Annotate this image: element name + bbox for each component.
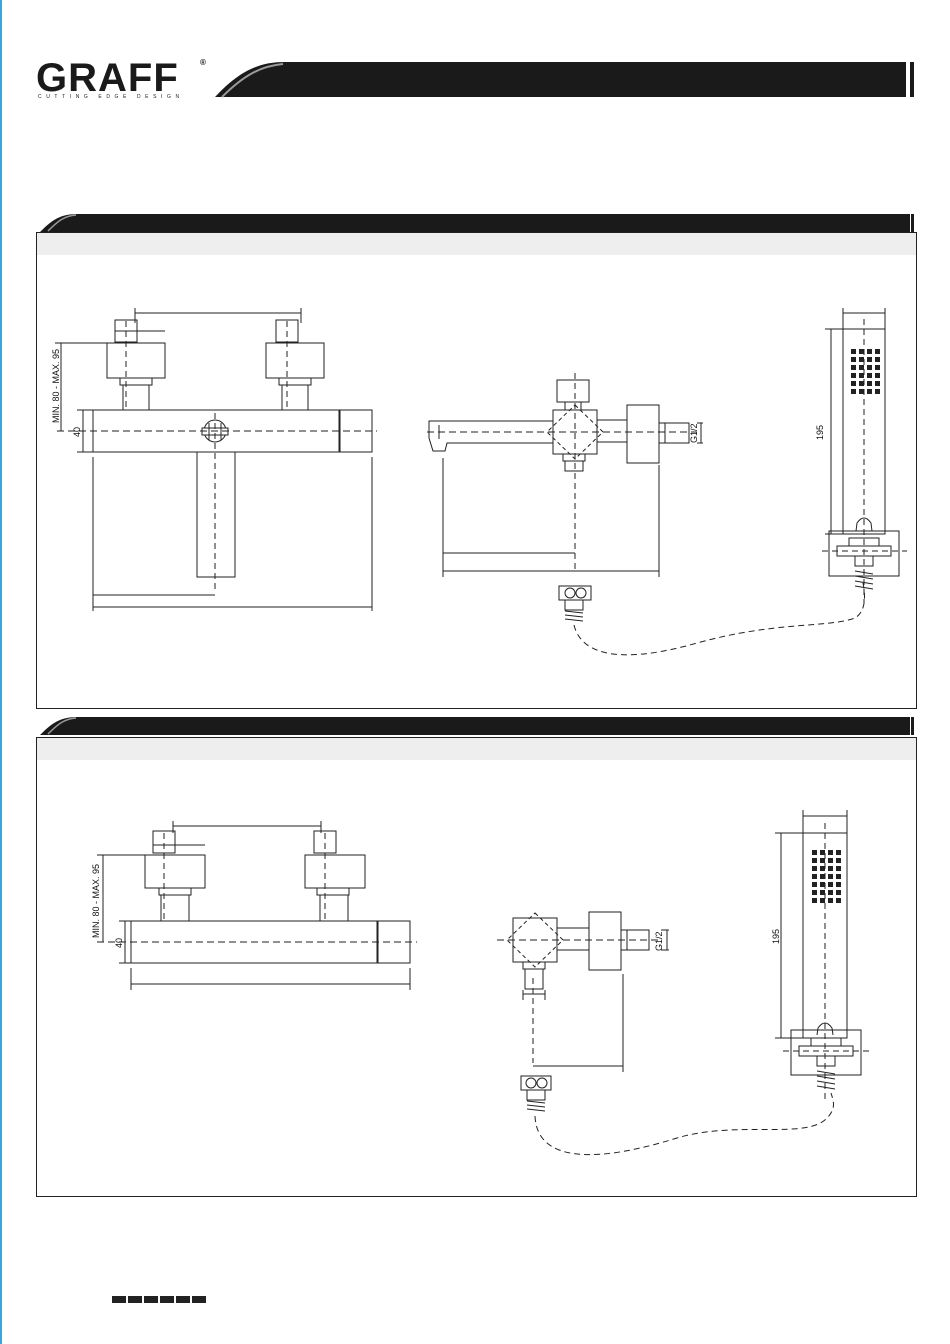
- diagram-panel-2: MIN. 80 - MAX. 95 40 G1/2 195: [36, 737, 917, 1197]
- bath-mixer-side-view: [427, 373, 865, 655]
- panel-1-handshower-length-label: 195: [815, 425, 825, 440]
- footer-block: [112, 1296, 126, 1303]
- footer-block: [176, 1296, 190, 1303]
- panel-2-handshower-length-label: 195: [771, 929, 781, 944]
- hand-shower-nozzles-2: [812, 850, 841, 903]
- brand-tagline: CUTTING EDGE DESIGN: [38, 94, 184, 100]
- footer-block: [128, 1296, 142, 1303]
- page-header: GRAFF ® CUTTING EDGE DESIGN: [0, 0, 950, 110]
- footer-block: [192, 1296, 206, 1303]
- shower-mixer-front-view: [97, 821, 417, 990]
- section-band-2: [0, 715, 950, 735]
- panel-2-thread-label: G1/2: [654, 931, 664, 951]
- footer-block: [144, 1296, 158, 1303]
- diagram-panel-1: MIN. 80 - MAX. 95 40 G1/2 195: [36, 232, 917, 709]
- shower-mixer-side-view: [497, 912, 834, 1155]
- footer-blocks: [112, 1296, 208, 1303]
- hand-shower-view: [822, 308, 907, 603]
- panel-2-height-range-label: MIN. 80 - MAX. 95: [91, 864, 101, 938]
- bath-mixer-front-view: [55, 308, 377, 611]
- panel-1-body-height-label: 40: [72, 427, 82, 437]
- panel-1-height-range-label: MIN. 80 - MAX. 95: [51, 349, 61, 423]
- panel-2-drawing: MIN. 80 - MAX. 95 40 G1/2 195: [37, 738, 916, 1196]
- panel-2-body-height-label: 40: [114, 938, 124, 948]
- section-band-1: [0, 212, 950, 232]
- brand-registered-mark: ®: [200, 58, 206, 67]
- panel-1-thread-label: G1/2: [689, 423, 699, 443]
- footer-block: [160, 1296, 174, 1303]
- hand-shower-nozzles: [851, 349, 880, 394]
- page-edge-accent: [0, 0, 2, 1344]
- panel-1-drawing: MIN. 80 - MAX. 95 40 G1/2 195: [37, 233, 916, 708]
